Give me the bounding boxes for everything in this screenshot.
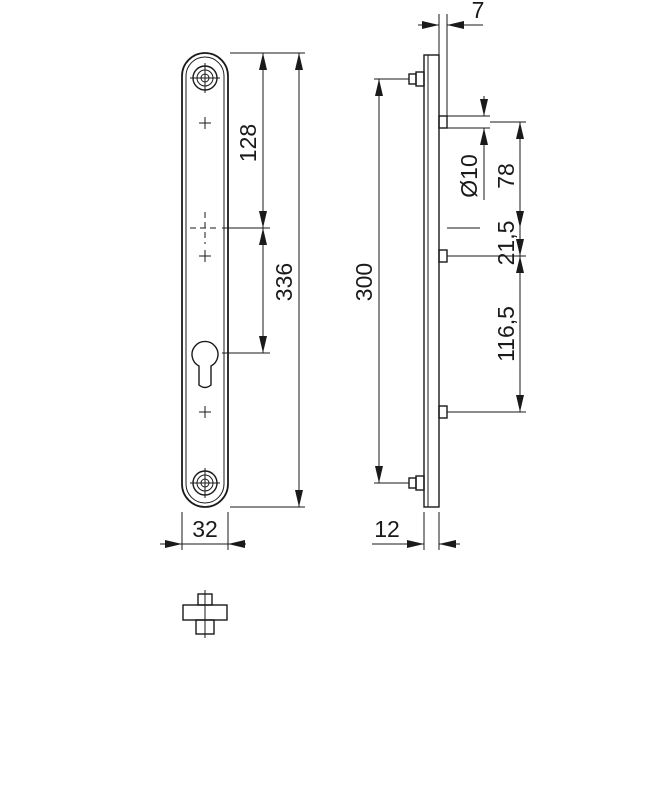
front-view: [181, 52, 229, 508]
dim-300-label: 300: [351, 263, 377, 301]
dim-32-label: 32: [192, 516, 218, 542]
pin-2: [438, 249, 448, 263]
plate-outline-inner: [185, 56, 225, 504]
dim-336-segment: [259, 228, 267, 353]
side-plate: [423, 54, 440, 508]
dim-116-5-label: 116,5: [493, 306, 519, 362]
dim-336-label: 336: [271, 263, 297, 301]
plus-marker-2: [199, 250, 211, 262]
dim-78: 78: [490, 121, 526, 228]
dim-128-label: 128: [235, 124, 261, 162]
bottom-stud-nut: [408, 477, 417, 489]
plate-outline-outer: [181, 52, 229, 508]
dim-12-label: 12: [374, 516, 400, 542]
top-stud-nut: [408, 73, 417, 85]
handle-center-mark: [190, 212, 220, 244]
top-stud-base: [415, 71, 425, 87]
dim-d10-label: Ø10: [456, 154, 482, 197]
dim-116-5: 116,5: [447, 256, 526, 413]
pin-1: [438, 115, 448, 129]
dim-32: 32: [160, 512, 246, 550]
dim-300: 300: [351, 78, 409, 484]
dim-12: 12: [372, 512, 460, 550]
dim-d10: Ø10: [456, 96, 488, 200]
plus-marker-3: [199, 406, 211, 418]
top-screw-hole: [190, 63, 220, 93]
dim-7-label: 7: [472, 0, 485, 23]
bottom-screw-hole: [190, 468, 220, 498]
bottom-view: [182, 590, 228, 638]
dim-7: 7: [418, 0, 484, 116]
bottom-stud-base: [415, 475, 425, 491]
dim-128: 128: [235, 53, 267, 228]
dim-78-label: 78: [493, 163, 519, 189]
dim-21-5-label: 21,5: [493, 221, 519, 266]
pin-3: [438, 405, 448, 419]
cylinder-cutout: [191, 340, 219, 389]
plus-marker-1: [199, 117, 211, 129]
dim-336: 336: [271, 53, 303, 507]
dim-21-5: 21,5: [447, 221, 526, 266]
side-view: [408, 54, 490, 508]
